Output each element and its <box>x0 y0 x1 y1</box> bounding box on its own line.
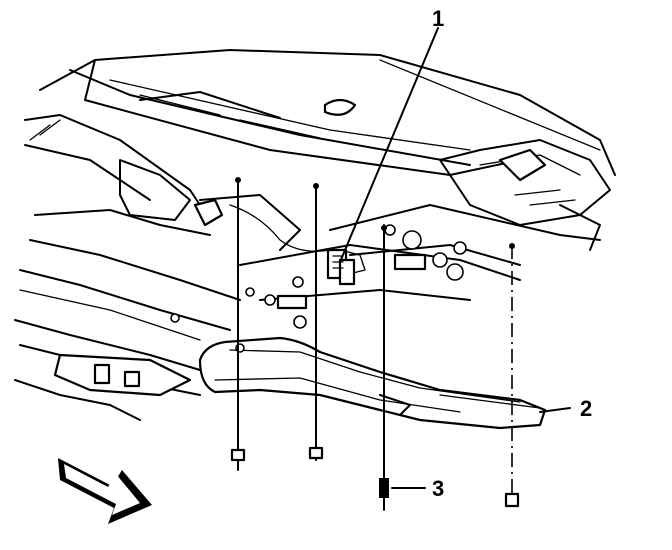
upper-frame-crossmember <box>39 49 616 251</box>
center-frame-section <box>170 194 601 329</box>
leader-line-2 <box>539 407 571 413</box>
leader-line-1 <box>339 27 439 263</box>
direction-arrow-icon <box>58 458 152 524</box>
callout-2: 2 <box>580 396 592 421</box>
fastener-2 <box>308 183 324 461</box>
skid-plate-part <box>198 336 547 430</box>
callout-1: 1 <box>432 6 444 31</box>
fastener-4 <box>504 243 520 508</box>
callout-3: 3 <box>432 476 444 501</box>
left-frame-rail <box>14 114 241 421</box>
fastener-3-bolt <box>379 224 389 511</box>
fastener-1 <box>230 177 246 471</box>
